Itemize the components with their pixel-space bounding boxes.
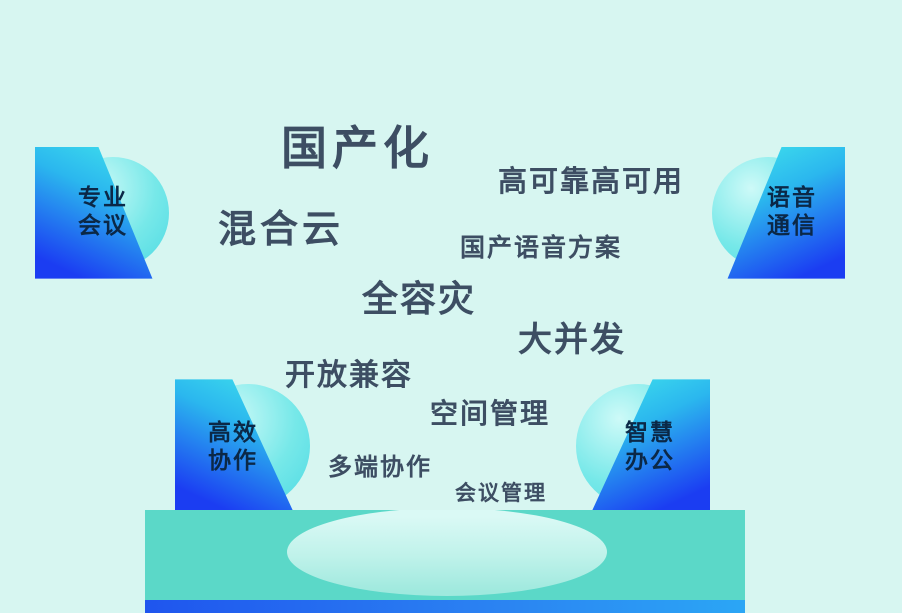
badge-efficient-collaboration: 高效 协作 [175, 378, 315, 510]
keyword-space-management: 空间管理 [430, 397, 551, 430]
keyword-localization: 国产化 [281, 121, 434, 175]
badge-label-line1: 语音 [767, 185, 817, 211]
keyword-open-compatibility: 开放兼容 [285, 358, 413, 393]
badge-label: 语音 通信 [750, 185, 834, 240]
badge-smart-office: 智慧 办公 [570, 378, 710, 510]
badge-label-line1: 专业 [78, 185, 128, 211]
badge-voice-communication: 语音 通信 [710, 145, 845, 280]
platform-base-bar [145, 600, 745, 613]
badge-label: 高效 协作 [191, 420, 275, 475]
badge-label-line2: 通信 [767, 212, 817, 239]
keyword-high-reliability-availability: 高可靠高可用 [498, 164, 685, 198]
keyword-meeting-management: 会议管理 [455, 481, 547, 505]
badge-professional-meetings: 专业 会议 [35, 145, 170, 280]
platform [145, 510, 745, 601]
keyword-multi-device-collaboration: 多端协作 [328, 453, 432, 481]
badge-label-line1: 智慧 [625, 420, 675, 446]
badge-label: 智慧 办公 [608, 420, 692, 475]
keyword-full-disaster-recovery: 全容灾 [362, 279, 477, 320]
badge-label-line2: 会议 [78, 212, 128, 239]
keyword-hybrid-cloud: 混合云 [218, 207, 345, 251]
badge-label-line2: 协作 [208, 447, 258, 474]
keyword-domestic-voice-solution: 国产语音方案 [460, 233, 623, 262]
badge-label-line2: 办公 [625, 447, 675, 474]
badge-label-line1: 高效 [208, 420, 258, 446]
badge-label: 专业 会议 [61, 185, 145, 240]
keyword-high-concurrency: 大并发 [518, 320, 626, 360]
platform-bowl [287, 510, 607, 596]
